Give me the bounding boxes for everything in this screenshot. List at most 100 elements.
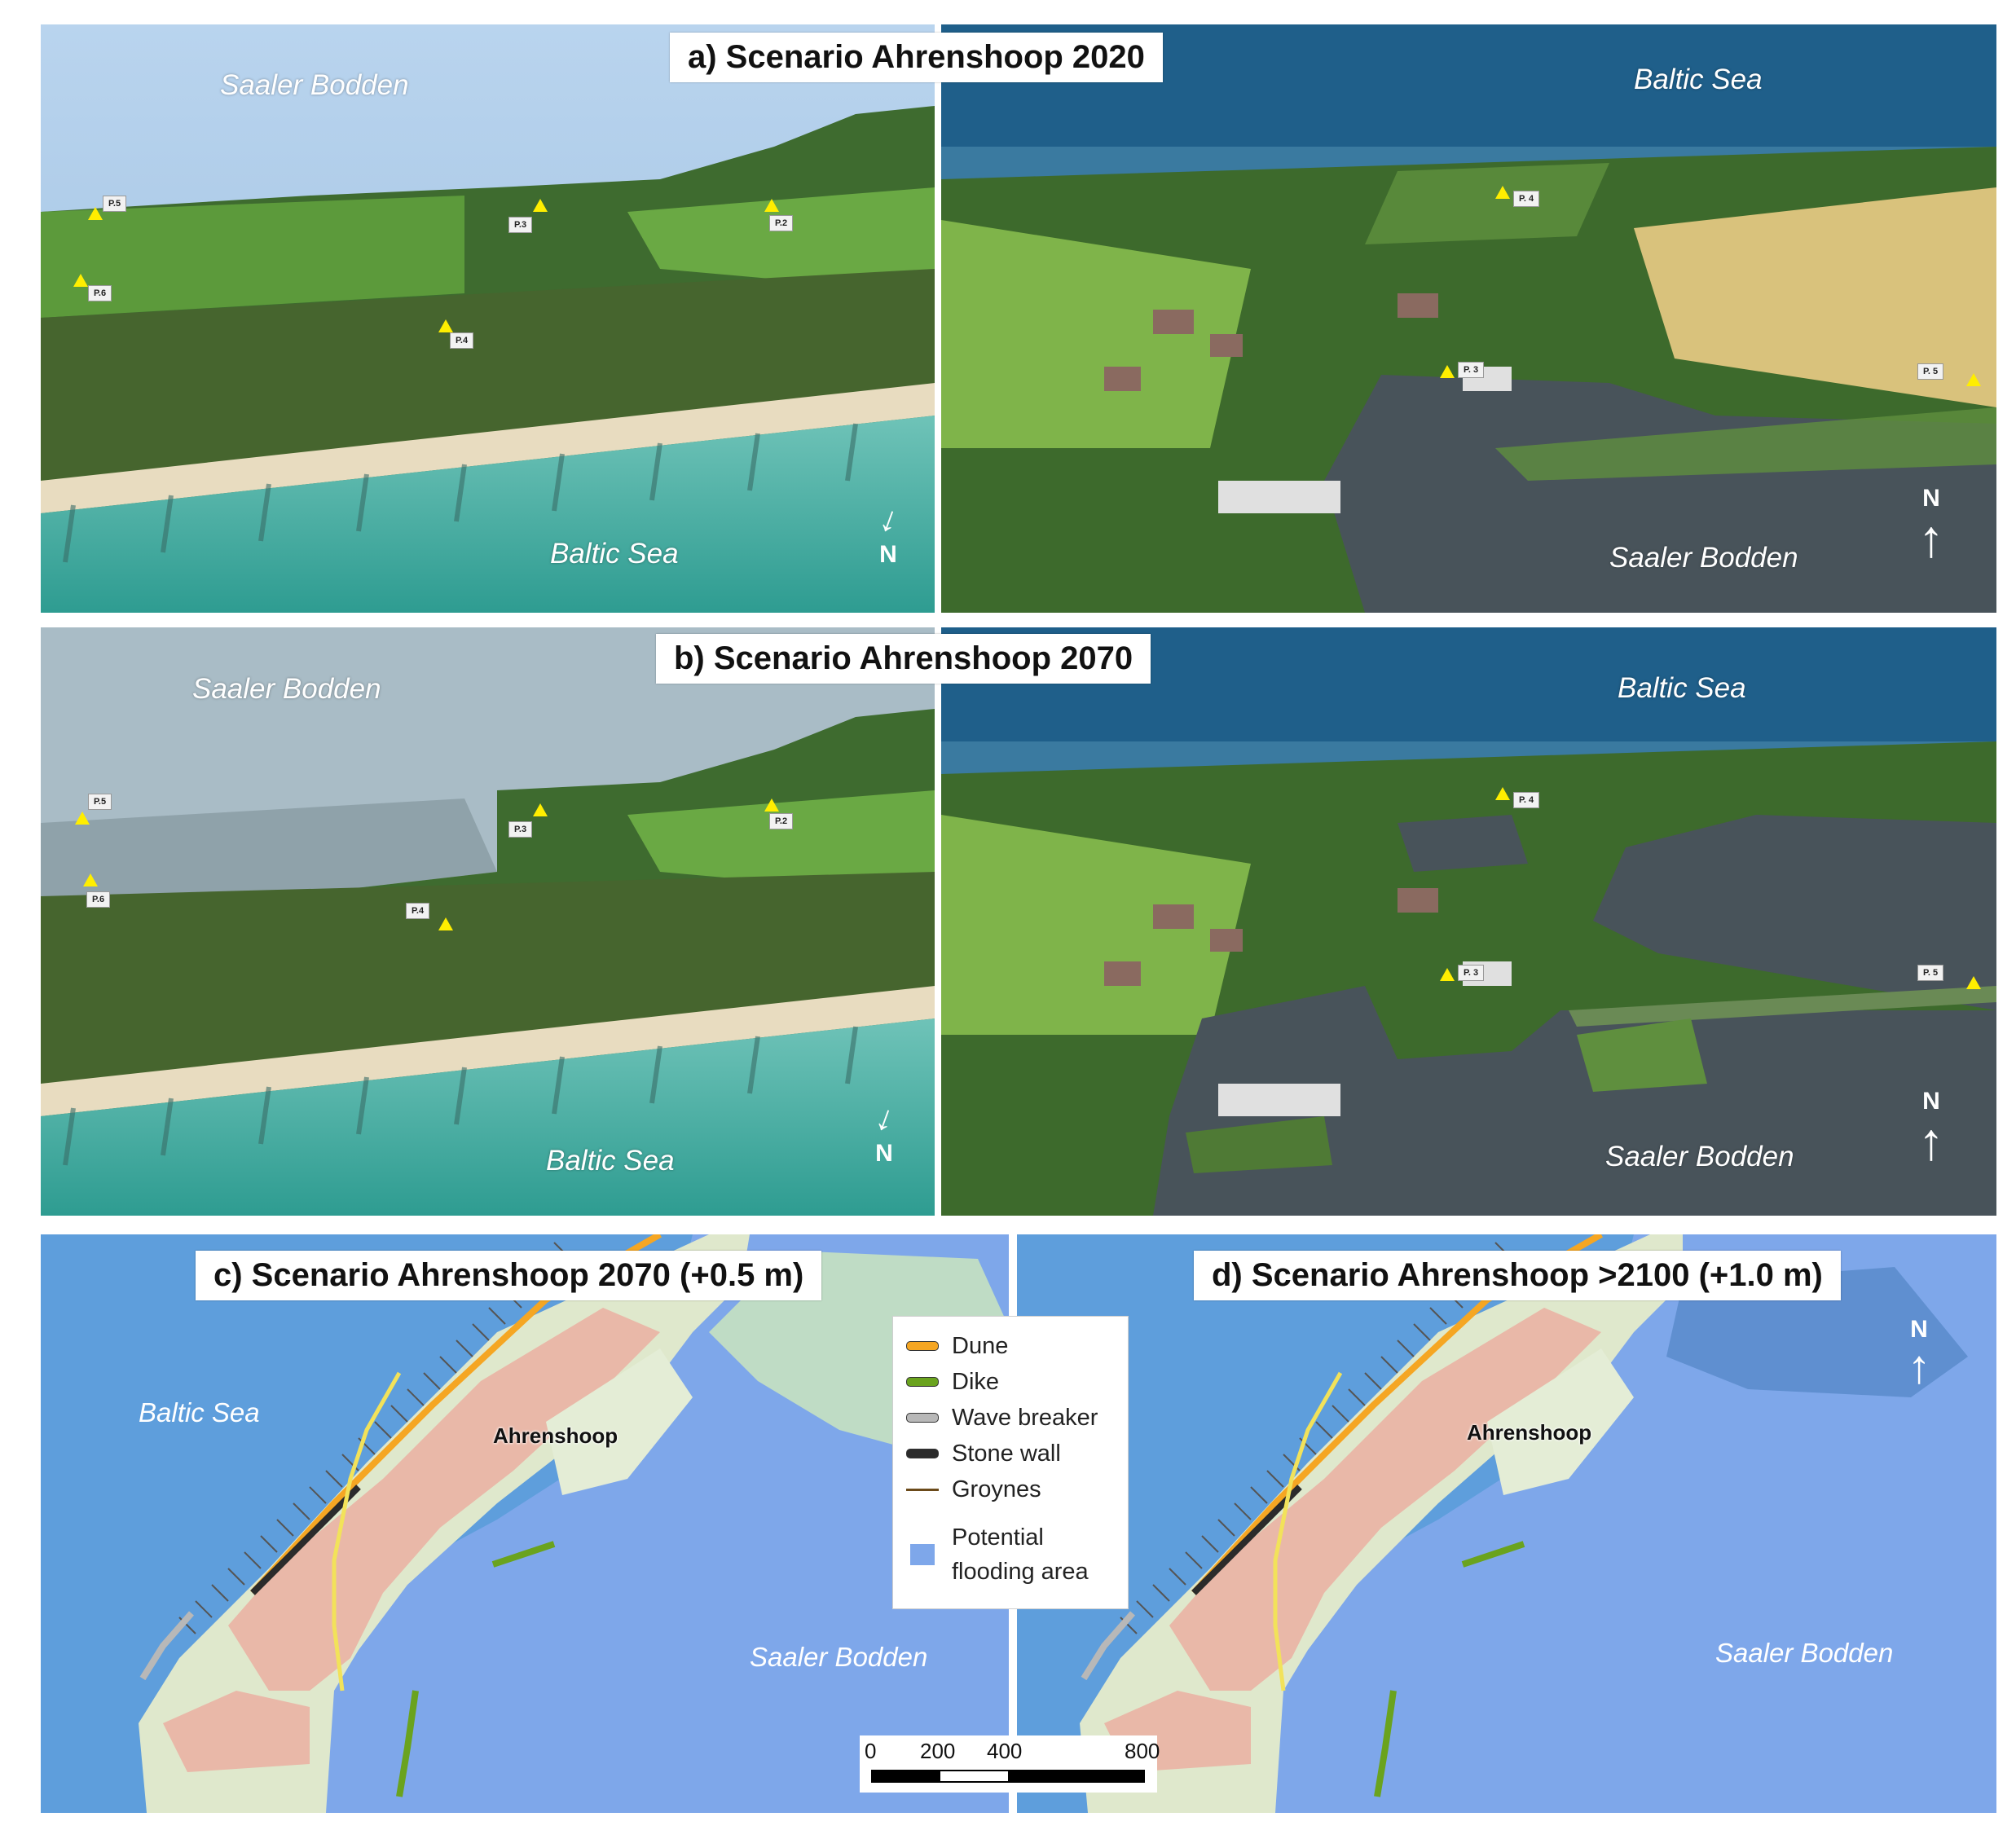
point-marker-p4: P. 4 xyxy=(1495,787,1540,808)
wave-breaker-symbol xyxy=(906,1413,939,1423)
point-label: P.3 xyxy=(508,217,533,233)
point-label: P.2 xyxy=(769,215,794,231)
photo-a-right: Baltic Sea Saaler Bodden N ↑ P. 4 P. 3 P… xyxy=(941,24,1996,613)
dune-symbol xyxy=(906,1341,939,1351)
legend-label: Stone wall xyxy=(952,1440,1061,1467)
panel-d-title: d) Scenario Ahrenshoop >2100 (+1.0 m) xyxy=(1194,1251,1841,1300)
label-saaler-bodden: Saaler Bodden xyxy=(220,69,409,101)
panel-c-title: c) Scenario Ahrenshoop 2070 (+0.5 m) xyxy=(196,1251,822,1300)
map-d: Saaler Bodden Ahrenshoop N ↑ xyxy=(1015,1234,1996,1813)
point-label: P. 5 xyxy=(1917,363,1944,380)
label-baltic-sea: Baltic Sea xyxy=(1618,672,1746,704)
point-label: P.5 xyxy=(88,794,112,810)
legend-label: Potential flooding area xyxy=(952,1520,1089,1589)
point-marker-p2: P.2 xyxy=(764,199,794,231)
legend-item-dune: Dune xyxy=(906,1328,1115,1364)
scale-tick-800: 800 xyxy=(1125,1739,1160,1763)
point-marker-p6: P.6 xyxy=(73,274,112,301)
scale-tick-400: 400 xyxy=(987,1739,1023,1763)
town-label: Ahrenshoop xyxy=(493,1423,618,1448)
photo-b-left-scene xyxy=(41,627,935,1216)
panel-b-title: b) Scenario Ahrenshoop 2070 xyxy=(656,634,1151,684)
point-marker-p4: P.4 xyxy=(406,903,453,930)
point-marker-p4: P.4 xyxy=(438,319,474,349)
photo-a-left: Saaler Bodden Baltic Sea ↑ N P.5 P.3 P.2… xyxy=(41,24,935,613)
legend-label: Wave breaker xyxy=(952,1404,1098,1431)
label-baltic-sea: Baltic Sea xyxy=(546,1145,675,1177)
point-marker-p3: P.3 xyxy=(508,199,548,233)
stone-wall-symbol xyxy=(906,1449,939,1458)
map-c-canvas xyxy=(139,1234,1019,1813)
photo-a-right-scene xyxy=(941,24,1996,613)
legend-item-flooding-area: Potential flooding area xyxy=(906,1515,1115,1594)
point-label: P.2 xyxy=(769,813,794,829)
legend-label: Groynes xyxy=(952,1476,1041,1502)
town-label: Ahrenshoop xyxy=(1467,1420,1592,1445)
point-marker-p3: P. 3 xyxy=(1440,965,1485,981)
north-label: N xyxy=(879,541,897,568)
point-label: P.4 xyxy=(406,903,430,919)
point-label: P.4 xyxy=(450,332,474,349)
label-baltic-sea: Baltic Sea xyxy=(1634,64,1763,95)
label-saaler-bodden: Saaler Bodden xyxy=(1715,1638,1894,1668)
point-marker-p2: P.2 xyxy=(764,798,794,829)
point-marker-p5: P.5 xyxy=(88,196,127,220)
north-arrow: N ↑ xyxy=(1895,1316,1943,1391)
photo-a-left-scene xyxy=(41,24,935,613)
point-marker-p5: P.5 xyxy=(75,794,112,825)
arrow-icon: ↑ xyxy=(1918,1112,1944,1171)
label-saaler-bodden: Saaler Bodden xyxy=(192,673,381,705)
north-arrow: ↑ N xyxy=(860,1101,909,1168)
flood-label-line2: flooding area xyxy=(952,1559,1089,1585)
point-label: P.6 xyxy=(86,891,111,908)
map-d-canvas xyxy=(1080,1234,1996,1813)
point-label: P.3 xyxy=(508,821,533,838)
legend-label: Dune xyxy=(952,1332,1009,1359)
legend: Dune Dike Wave breaker Stone wall Groyne… xyxy=(892,1316,1129,1609)
point-marker-p5: P. 5 xyxy=(1917,363,1981,386)
scale-tick-200: 200 xyxy=(920,1739,956,1763)
point-label: P. 3 xyxy=(1458,965,1485,981)
legend-item-dike: Dike xyxy=(906,1364,1115,1400)
scale-tick-0: 0 xyxy=(865,1739,877,1763)
scale-bar-graphic xyxy=(871,1770,1145,1783)
point-marker-p4: P. 4 xyxy=(1495,186,1540,207)
label-baltic-sea: Baltic Sea xyxy=(139,1397,260,1427)
label-baltic-sea: Baltic Sea xyxy=(550,538,679,570)
photo-b-right-scene xyxy=(941,627,1996,1216)
point-label: P. 3 xyxy=(1458,362,1485,378)
scale-bar: 0 200 400 800 xyxy=(860,1735,1160,1793)
point-label: P.5 xyxy=(103,196,127,212)
panel-a-title: a) Scenario Ahrenshoop 2020 xyxy=(670,33,1163,82)
north-label: N xyxy=(1910,1316,1928,1343)
dike-symbol xyxy=(906,1377,939,1387)
label-saaler-bodden: Saaler Bodden xyxy=(750,1642,928,1672)
arrow-icon: ↑ xyxy=(1918,509,1944,568)
north-label: N xyxy=(1922,485,1940,512)
arrow-icon: ↑ xyxy=(1907,1340,1931,1393)
photo-b-right: Baltic Sea Saaler Bodden N ↑ P. 4 P. 3 P… xyxy=(941,627,1996,1216)
north-arrow: N ↑ xyxy=(1907,1088,1956,1168)
point-marker-p3: P.3 xyxy=(508,803,548,838)
point-label: P. 4 xyxy=(1513,792,1540,808)
north-label: N xyxy=(875,1140,893,1167)
north-arrow: N ↑ xyxy=(1907,485,1956,565)
flood-label-line1: Potential xyxy=(952,1524,1044,1551)
north-arrow: ↑ N xyxy=(864,502,913,569)
groynes-symbol xyxy=(906,1488,939,1491)
legend-item-wave-breaker: Wave breaker xyxy=(906,1400,1115,1436)
point-marker-p3: P. 3 xyxy=(1440,362,1485,378)
point-marker-p5: P. 5 xyxy=(1917,965,1981,989)
legend-item-stone-wall: Stone wall xyxy=(906,1436,1115,1471)
label-saaler-bodden: Saaler Bodden xyxy=(1609,542,1798,574)
point-label: P. 4 xyxy=(1513,191,1540,207)
point-marker-p6: P.6 xyxy=(83,873,111,908)
map-c: Baltic Sea Saaler Bodden Ahrenshoop xyxy=(41,1234,1019,1813)
legend-item-groynes: Groynes xyxy=(906,1471,1115,1507)
point-label: P.6 xyxy=(88,285,112,301)
legend-label: Dike xyxy=(952,1368,1000,1395)
point-label: P. 5 xyxy=(1917,965,1944,981)
label-saaler-bodden: Saaler Bodden xyxy=(1605,1141,1794,1172)
north-label: N xyxy=(1922,1088,1940,1115)
photo-b-left: Saaler Bodden Baltic Sea ↑ N P.5 P.3 P.2… xyxy=(41,627,935,1216)
